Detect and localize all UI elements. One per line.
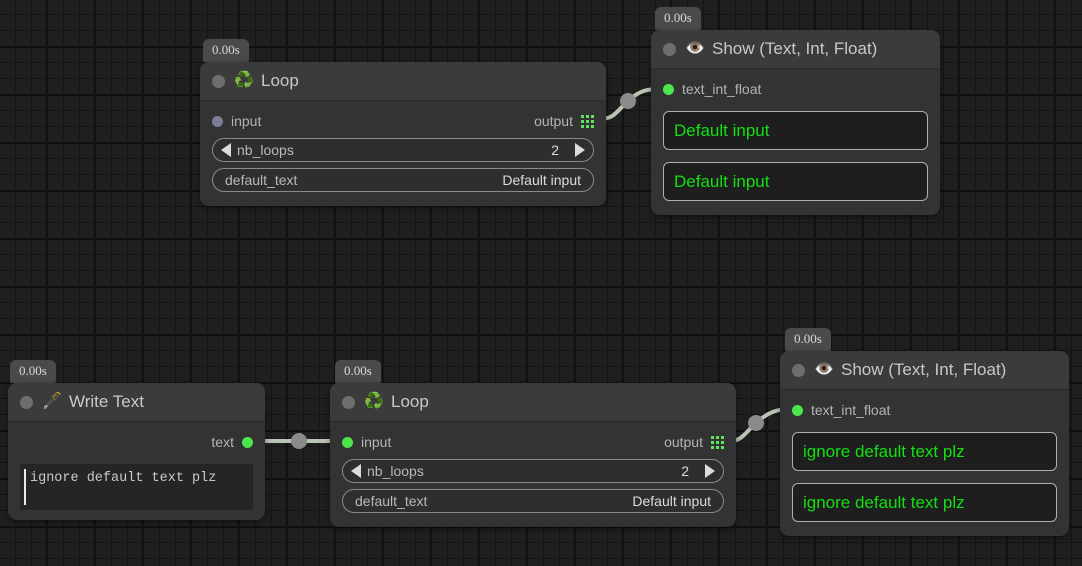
text-editor-value: ignore default text plz: [30, 471, 217, 486]
output-port-loop-top[interactable]: output: [534, 113, 594, 129]
field-value: Default input: [502, 172, 581, 188]
value-display-1: ignore default text plz: [792, 432, 1057, 471]
input-port-dot[interactable]: [663, 83, 674, 95]
node-title: Show (Text, Int, Float): [841, 360, 1007, 379]
node-title: Loop: [391, 392, 429, 411]
eye-icon: 👁️: [685, 40, 705, 57]
field-value: Default input: [632, 493, 711, 509]
input-port-show-bottom[interactable]: text_int_float: [792, 402, 890, 418]
port-row: text: [20, 432, 253, 452]
time-badge-write-text: 0.00s: [10, 360, 56, 383]
grid-icon[interactable]: [581, 114, 594, 128]
input-port-label: input: [361, 434, 392, 450]
edge-handle[interactable]: [620, 93, 636, 109]
node-collapse-dot[interactable]: [342, 395, 355, 409]
input-port-dot[interactable]: [792, 404, 803, 416]
edge-handle[interactable]: [748, 415, 764, 431]
node-show-top[interactable]: 👁️ Show (Text, Int, Float) text_int_floa…: [651, 30, 940, 215]
field-default-text-loop-bottom[interactable]: default_text Default input: [342, 489, 724, 513]
node-header[interactable]: ♻️ Loop: [200, 62, 606, 101]
node-body: text_int_float ignore default text plz i…: [780, 390, 1069, 536]
node-collapse-dot[interactable]: [663, 42, 676, 56]
output-port-loop-bottom[interactable]: output: [664, 434, 724, 450]
decrement-arrow-icon[interactable]: [351, 464, 361, 478]
node-header[interactable]: ♻️ Loop: [330, 383, 736, 422]
field-nb-loops-loop-top[interactable]: nb_loops 2: [212, 138, 594, 162]
input-port-show-top[interactable]: text_int_float: [663, 81, 761, 97]
node-header[interactable]: 👁️ Show (Text, Int, Float): [651, 30, 940, 69]
recycle-icon: ♻️: [234, 72, 254, 89]
input-port-label: input: [231, 113, 262, 129]
port-row: input output: [342, 432, 724, 452]
time-badge-show-bottom: 0.00s: [785, 328, 831, 351]
time-badge-loop-bottom: 0.00s: [335, 360, 381, 383]
grid-icon[interactable]: [711, 435, 724, 449]
node-write-text[interactable]: 🖋️ Write Text text ignore default text p…: [8, 383, 265, 520]
field-default-text-loop-top[interactable]: default_text Default input: [212, 168, 594, 192]
node-collapse-dot[interactable]: [20, 395, 33, 409]
value-display-1: Default input: [663, 111, 928, 150]
port-row: text_int_float: [663, 79, 928, 99]
field-value: 2: [681, 463, 689, 479]
increment-arrow-icon[interactable]: [575, 143, 585, 157]
node-loop-top[interactable]: ♻️ Loop input output nb_loops 2: [200, 62, 606, 206]
time-badge-show-top: 0.00s: [655, 7, 701, 30]
node-body: text ignore default text plz: [8, 422, 265, 520]
port-row: input output: [212, 111, 594, 131]
node-title: Loop: [261, 71, 299, 90]
edge-handle[interactable]: [291, 433, 307, 449]
field-label: default_text: [355, 493, 428, 509]
field-value: 2: [551, 142, 559, 158]
output-port-label: text: [211, 434, 234, 450]
eye-icon: 👁️: [814, 361, 834, 378]
input-port-label: text_int_float: [811, 402, 891, 418]
node-title: Show (Text, Int, Float): [712, 39, 878, 58]
input-port-dot[interactable]: [212, 115, 223, 127]
pen-nib-icon: 🖋️: [42, 393, 62, 410]
field-label: nb_loops: [237, 142, 294, 158]
field-label: default_text: [225, 172, 298, 188]
node-title: Write Text: [69, 392, 144, 411]
recycle-icon: ♻️: [364, 393, 384, 410]
text-caret: [24, 469, 26, 505]
node-header[interactable]: 👁️ Show (Text, Int, Float): [780, 351, 1069, 390]
node-collapse-dot[interactable]: [792, 363, 805, 377]
value-display-2: ignore default text plz: [792, 483, 1057, 522]
node-show-bottom[interactable]: 👁️ Show (Text, Int, Float) text_int_floa…: [780, 351, 1069, 536]
node-header[interactable]: 🖋️ Write Text: [8, 383, 265, 422]
time-badge-loop-top: 0.00s: [203, 39, 249, 62]
node-loop-bottom[interactable]: ♻️ Loop input output nb_loops 2: [330, 383, 736, 527]
text-editor-input[interactable]: ignore default text plz: [20, 464, 253, 510]
output-port-write-text[interactable]: text: [211, 434, 253, 450]
node-body: text_int_float Default input Default inp…: [651, 69, 940, 215]
value-display-2: Default input: [663, 162, 928, 201]
port-row: text_int_float: [792, 400, 1057, 420]
input-port-dot[interactable]: [342, 436, 353, 448]
output-port-dot[interactable]: [242, 436, 253, 448]
node-body: input output nb_loops 2 default_text Def…: [200, 101, 606, 206]
input-port-loop-bottom[interactable]: input: [342, 434, 391, 450]
output-port-label: output: [534, 113, 573, 129]
input-port-loop-top[interactable]: input: [212, 113, 261, 129]
output-port-label: output: [664, 434, 703, 450]
decrement-arrow-icon[interactable]: [221, 143, 231, 157]
field-nb-loops-loop-bottom[interactable]: nb_loops 2: [342, 459, 724, 483]
node-body: input output nb_loops 2 default_text Def…: [330, 422, 736, 527]
field-label: nb_loops: [367, 463, 424, 479]
increment-arrow-icon[interactable]: [705, 464, 715, 478]
input-port-label: text_int_float: [682, 81, 762, 97]
node-collapse-dot[interactable]: [212, 74, 225, 88]
